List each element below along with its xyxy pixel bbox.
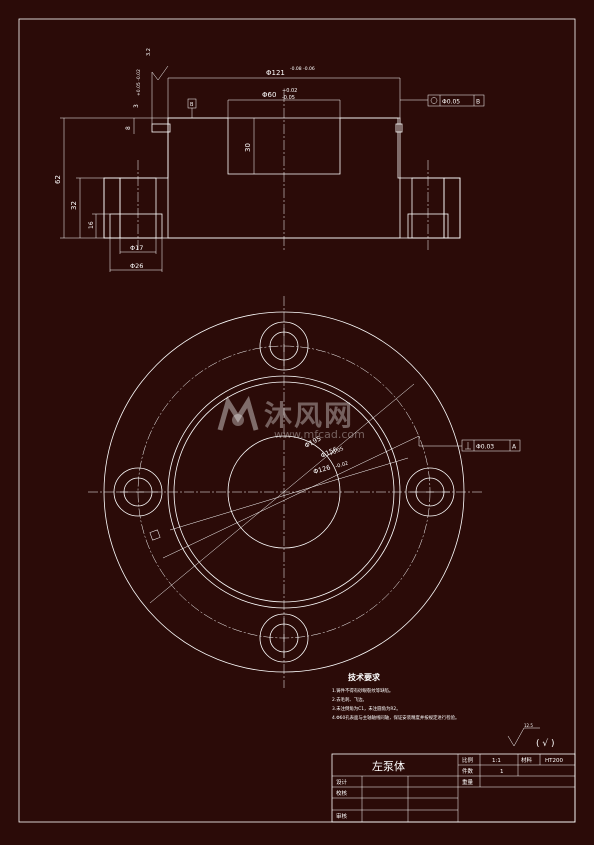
weight-label: 重量 (462, 778, 474, 786)
gdt-frame-top (427, 94, 485, 107)
plan-view: Φ195 Φ156 +0.05 Φ126 -0.02 Φ0.03 A (88, 296, 521, 688)
notes-title: 技术要求 (348, 672, 381, 682)
dim-d26: Φ26 (130, 262, 143, 270)
scale-label: 比例 (462, 756, 474, 764)
center-bore-circle (227, 435, 341, 549)
roughness-icon (507, 727, 540, 747)
title-block: 左泵体 比例 1:1 材料 HT200 件数 1 重量 设计 校核 审核 (331, 753, 576, 823)
qty-value: 1 (500, 769, 504, 775)
leader-d156 (162, 435, 420, 559)
dim-3: 3 (133, 104, 140, 108)
dim-d195: Φ195 (303, 434, 322, 449)
gdt-plan-value: Φ0.03 (476, 444, 494, 451)
outer-flange-circle (103, 311, 465, 673)
section-hatch-left-flange (103, 177, 121, 239)
left-step (151, 123, 171, 133)
dim-30: 30 (244, 143, 252, 152)
left-counterbore (109, 213, 163, 239)
leader-d126 (169, 457, 409, 531)
datum-b-label: B (190, 102, 194, 108)
material-value: HT200 (545, 758, 563, 764)
roughness-paren: ( √ ) (536, 738, 554, 749)
dim-8: 8 (125, 126, 132, 130)
general-roughness: 12.5 ( √ ) (507, 723, 554, 749)
dim-32: 32 (70, 201, 78, 210)
technical-notes: 技术要求 1.铸件不得有砂眼裂纹等缺陷。 2.去毛刺、飞边。 3.未注倒角为C1… (332, 672, 459, 721)
dim-d126-tol: -0.02 (335, 461, 349, 470)
dim-d121: Φ121 (266, 69, 285, 77)
leader-symbol-box (149, 529, 161, 541)
roughness-value: 12.5 (524, 723, 533, 728)
drawing-border (18, 18, 576, 823)
material-label: 材料 (521, 756, 533, 764)
gdt-plan-datum: A (512, 444, 517, 451)
approve-label: 审核 (336, 812, 348, 820)
dim-d156-tol: +0.05 (328, 446, 344, 458)
dim-d17: Φ17 (130, 244, 143, 252)
boss-circle-inner (173, 381, 395, 603)
dim-d126: Φ126 (312, 463, 331, 476)
dim-d60: Φ60 (262, 91, 276, 99)
check-label: 校核 (336, 789, 348, 797)
leader-d195 (149, 383, 415, 604)
note-2: 2.去毛刺、飞边。 (332, 696, 367, 703)
dim-16: 16 (88, 221, 95, 229)
note-4: 4.Φ60孔表面与主轴轴线同轴，保证安装精度并按规定进行检验。 (332, 714, 459, 721)
dim-d60-tol-up: +0.02 (282, 88, 297, 94)
roughness-top-icon (151, 65, 169, 81)
front-outline (103, 117, 461, 239)
boss-circle-outer (167, 375, 401, 609)
right-step (395, 123, 403, 133)
dim-d60-tol-low: -0.05 (282, 95, 295, 101)
dim-d121-tol: -0.08 -0.06 (290, 66, 315, 72)
concentricity-icon (430, 97, 438, 104)
front-section-view: Φ121 -0.08 -0.06 Φ60 +0.02 -0.05 Φ0.05 B… (54, 48, 485, 272)
section-hatch-right-flange (443, 177, 461, 239)
dim-62: 62 (54, 175, 62, 184)
qty-label: 件数 (462, 767, 474, 775)
note-3: 3.未注倒角为C1，未注圆角为R2。 (332, 705, 401, 712)
part-name: 左泵体 (372, 759, 405, 773)
note-1: 1.铸件不得有砂眼裂纹等缺陷。 (332, 687, 393, 694)
scale-value: 1:1 (492, 758, 501, 764)
gdt-frame-plan (461, 439, 521, 452)
rough-top: 3.2 (146, 48, 152, 56)
gdt-top-value: Φ0.05 (442, 99, 460, 106)
dim-3-tol: +0.05 -0.02 (136, 69, 142, 96)
drawn-label: 设计 (336, 778, 348, 786)
gdt-top-datum: B (476, 99, 480, 106)
